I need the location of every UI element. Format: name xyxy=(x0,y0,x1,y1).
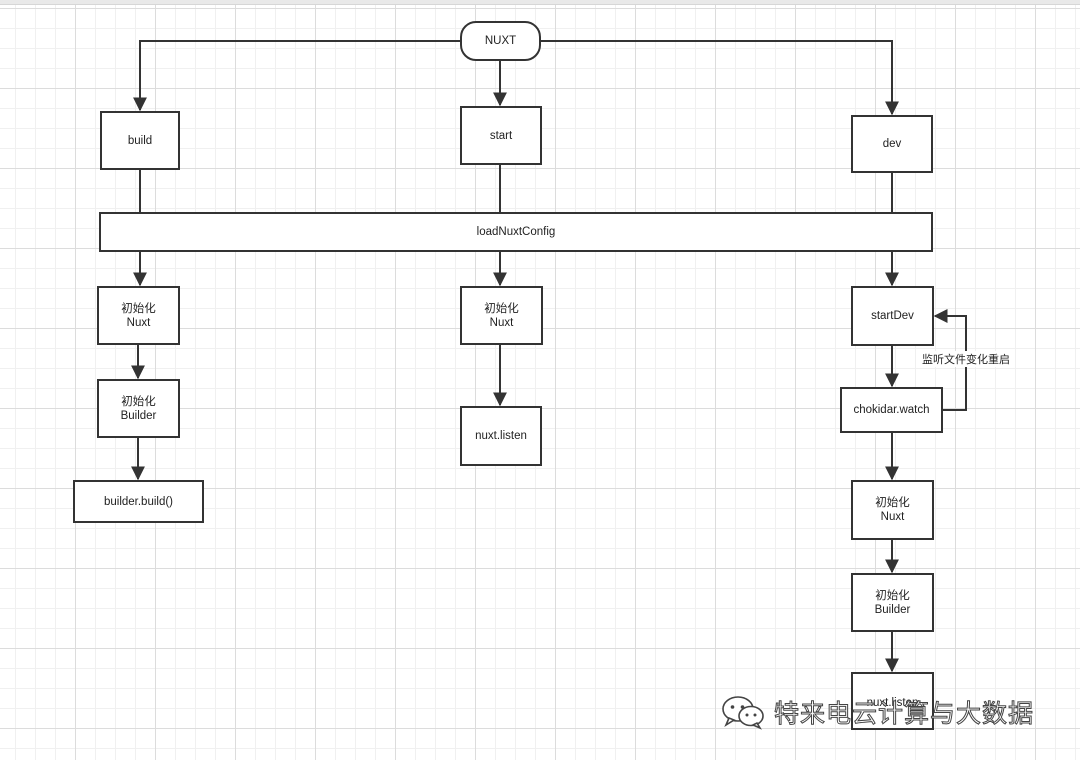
node-start: start xyxy=(460,106,542,165)
watermark-text: 特来电云计算与大数据 xyxy=(773,699,1035,729)
node-builder-build: builder.build() xyxy=(73,480,204,523)
node-dev-init-nuxt: 初始化 Nuxt xyxy=(851,480,934,540)
node-dev-init-builder: 初始化 Builder xyxy=(851,573,934,632)
edge-nuxt-build xyxy=(133,40,460,112)
node-dev: dev xyxy=(851,115,933,173)
node-load-nuxt-config: loadNuxtConfig xyxy=(99,212,933,252)
node-start-dev: startDev xyxy=(851,286,934,346)
node-build-init-builder: 初始化 Builder xyxy=(97,379,180,438)
edge-nuxt-dev xyxy=(541,40,899,116)
wechat-icon xyxy=(722,696,764,730)
node-start-init-nuxt: 初始化 Nuxt xyxy=(460,286,543,345)
node-dev-nuxt-listen: nuxt.listen xyxy=(851,672,934,730)
watermark: 特来电云计算与大数据 xyxy=(720,690,1034,734)
top-strip xyxy=(0,0,1080,5)
node-nuxt: NUXT xyxy=(460,21,541,61)
edge-label-watch-restart: 监听文件变化重启 xyxy=(920,351,1012,367)
node-build-init-nuxt: 初始化 Nuxt xyxy=(97,286,180,345)
node-nuxt-listen: nuxt.listen xyxy=(460,406,542,466)
node-chokidar-watch: chokidar.watch xyxy=(840,387,943,433)
node-build: build xyxy=(100,111,180,170)
